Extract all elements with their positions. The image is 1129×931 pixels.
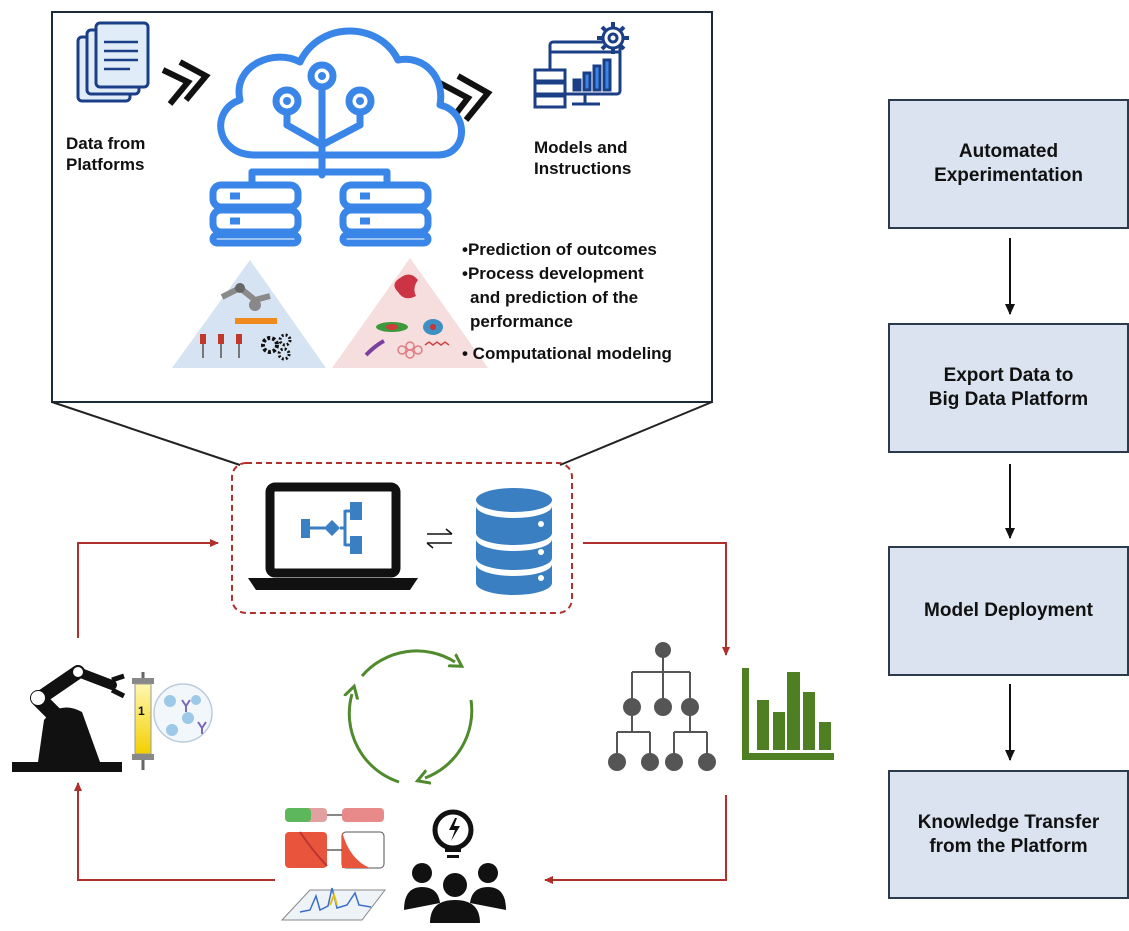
- database-icon: [476, 488, 552, 595]
- automation-triangle-icon: [172, 260, 326, 368]
- bar-chart-icon: [742, 668, 834, 760]
- flow-step-1-text: Automated Experimentation: [934, 140, 1083, 188]
- flow-step-2-text: Export Data to Big Data Platform: [929, 364, 1088, 412]
- flow-step-knowledge-transfer: Knowledge Transfer from the Platform: [888, 770, 1129, 899]
- flow-step-3-text: Model Deployment: [924, 599, 1093, 623]
- bullet-prediction-outcomes: •Prediction of outcomes: [462, 240, 657, 259]
- column-number-label: 1: [138, 704, 145, 718]
- chromatography-column-icon: [132, 672, 154, 770]
- flow-step-model-deployment: Model Deployment: [888, 546, 1129, 676]
- documents-icon: [76, 21, 150, 103]
- cloud-network-icon: [217, 27, 465, 189]
- flow-step-4-text: Knowledge Transfer from the Platform: [918, 811, 1100, 859]
- red-cycle-arrows: [74, 539, 730, 884]
- chevrons-left-icon: [161, 59, 211, 106]
- recycle-arrows-icon: [349, 649, 474, 782]
- laptop-workflow-icon: [248, 482, 418, 590]
- robot-arm-icon: [12, 665, 126, 772]
- zoom-line-left: [51, 401, 241, 466]
- data-label-line-2: Platforms: [66, 155, 145, 174]
- dashboard-gear-icon: [533, 22, 629, 109]
- flow-step-1-line-2: Experimentation: [934, 165, 1083, 186]
- flow-step-2-line-1: Export Data to: [943, 365, 1074, 386]
- models-label-line-2: Instructions: [534, 159, 632, 178]
- bullet-computational-modeling: • Computational modeling: [462, 344, 672, 363]
- models-instructions-label: Models and Instructions: [534, 137, 631, 179]
- team-idea-icon: [404, 809, 506, 923]
- data-plots-icon: [280, 808, 387, 921]
- flow-step-automated-experimentation: Automated Experimentation: [888, 99, 1129, 229]
- data-label-line-1: Data from: [66, 134, 146, 153]
- biology-triangle-icon: [332, 258, 488, 368]
- platform-dashed-box: [231, 462, 573, 614]
- flow-step-1-line-1: Automated: [958, 141, 1059, 162]
- flow-step-4-line-1: Knowledge Transfer: [917, 811, 1100, 833]
- models-label-line-1: Models and: [534, 138, 628, 157]
- server-right-icon: [339, 181, 432, 247]
- flow-step-export-data: Export Data to Big Data Platform: [888, 323, 1129, 453]
- zoom-line-right: [559, 401, 713, 466]
- data-from-platforms-label: Data from Platforms: [66, 133, 145, 175]
- hierarchy-tree-icon: [608, 642, 716, 771]
- server-left-icon: [209, 181, 302, 247]
- exchange-arrows-icon: [426, 528, 453, 549]
- bullet-process-development-cont: and prediction of the: [470, 288, 639, 307]
- bullet-performance: performance: [470, 312, 573, 331]
- flow-step-2-line-2: Big Data Platform: [928, 389, 1089, 410]
- flow-step-3-line-1: Model Deployment: [924, 600, 1093, 621]
- flow-step-4-line-2: from the Platform: [929, 835, 1088, 857]
- bullet-process-development: •Process development: [462, 264, 644, 283]
- molecules-bubble-icon: [153, 683, 213, 743]
